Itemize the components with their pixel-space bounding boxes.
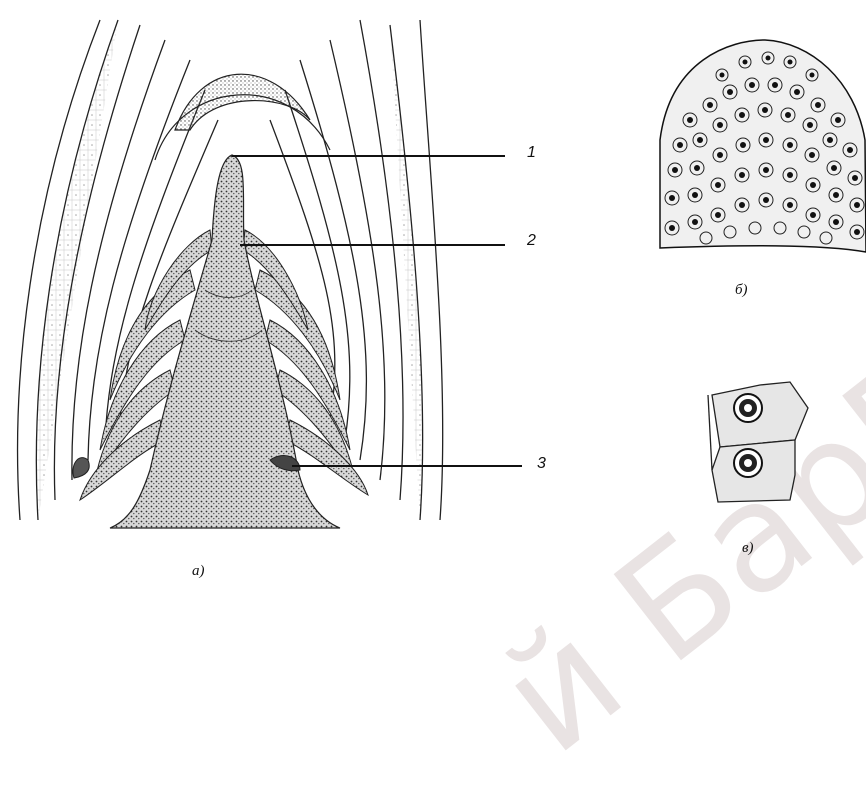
callout-label-1: 1 xyxy=(527,144,536,162)
apical-cone xyxy=(110,155,340,528)
top-leaf-dome xyxy=(175,74,310,130)
part-a-label: а) xyxy=(192,563,205,580)
part-v-label: в) xyxy=(742,540,754,557)
figure: й БарГУ xyxy=(0,0,866,586)
two-cells xyxy=(708,382,808,502)
callout-label-2: 2 xyxy=(527,232,536,250)
callout-label-3: 3 xyxy=(537,455,546,473)
meristem-dome xyxy=(660,40,866,252)
part-b-label: б) xyxy=(735,282,748,299)
